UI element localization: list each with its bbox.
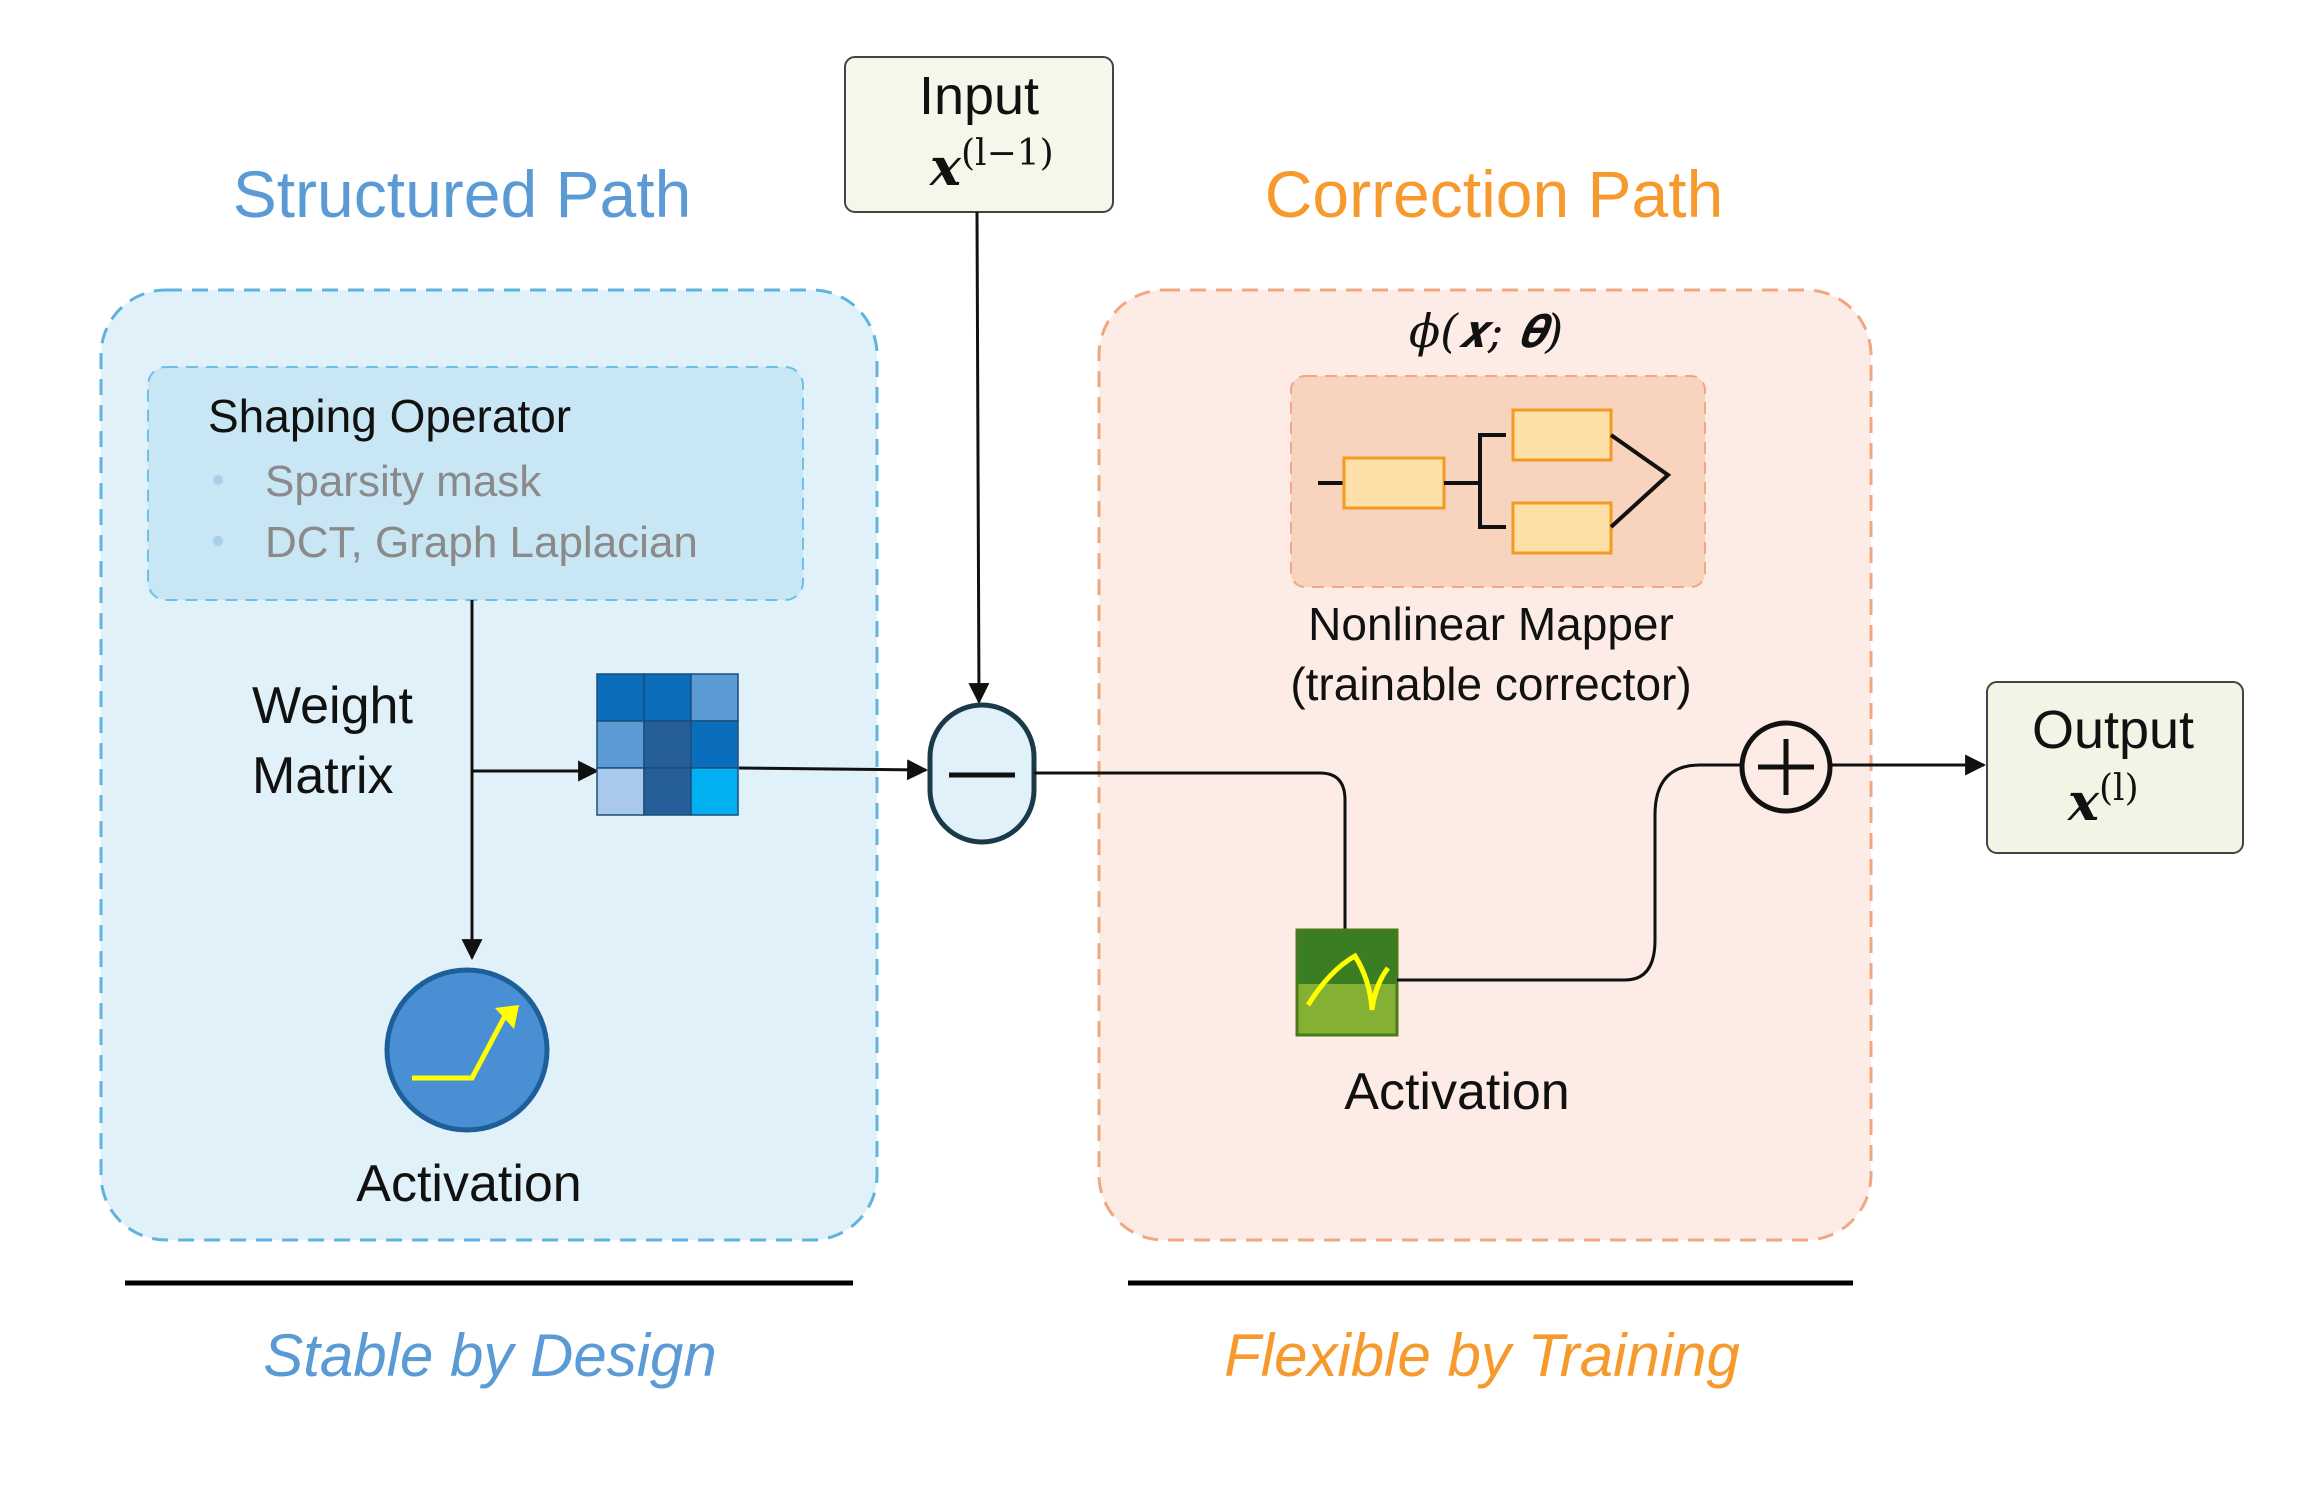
input-symbol: 𝒙(l−1)	[929, 133, 1054, 198]
mapper-label-line1: Nonlinear Mapper	[1308, 598, 1674, 650]
mapper-formula: ϕ(𝒙; 𝜽)	[1409, 304, 1563, 358]
branching-network-icon	[1318, 408, 1672, 555]
output-label: Output	[2032, 700, 2194, 760]
mapper-label-line2: (trainable corrector)	[1290, 658, 1691, 710]
output-superscript: (l)	[2099, 768, 2139, 809]
relu-icon	[384, 967, 550, 1133]
matrix-to-subtract-arrow	[738, 759, 929, 781]
correction-caption: Flexible by Training	[1224, 1322, 1740, 1389]
add-operator	[1739, 720, 1833, 814]
structured-path-title: Structured Path	[233, 157, 692, 231]
matrix-cell	[643, 720, 692, 769]
weight-matrix-label-line1: Weight	[252, 677, 413, 735]
correction-activation-label: Activation	[1344, 1063, 1569, 1121]
matrix-cell	[690, 767, 739, 816]
correction-path-title: Correction Path	[1265, 157, 1724, 231]
activation-to-add-connector	[1397, 763, 1745, 982]
input-superscript: (l−1)	[961, 133, 1054, 174]
output-symbol: 𝒙(l)	[2067, 768, 2139, 833]
shaping-bullet-dct: DCT, Graph Laplacian	[265, 518, 698, 567]
matrix-cell	[690, 673, 739, 722]
weight-matrix-icon	[596, 673, 739, 816]
matrix-cell	[643, 767, 692, 816]
weight-matrix-label-line2: Matrix	[252, 747, 394, 805]
shaping-operator-box	[147, 366, 804, 601]
matrix-cell	[596, 673, 645, 722]
output-symbol-x: 𝒙	[2067, 772, 2100, 833]
matrix-cell	[690, 720, 739, 769]
structured-activation-label: Activation	[356, 1155, 581, 1213]
structured-caption: Stable by Design	[263, 1322, 717, 1389]
shaping-bullet-sparsity: Sparsity mask	[265, 457, 542, 506]
curve-icon	[1295, 928, 1399, 1037]
bullet-dot	[213, 536, 223, 546]
bullet-dot	[213, 475, 223, 485]
matrix-cell	[643, 673, 692, 722]
output-box	[1986, 681, 2244, 854]
input-symbol-x: 𝒙	[929, 137, 962, 198]
input-label: Input	[919, 66, 1039, 126]
input-box	[844, 56, 1114, 213]
input-to-subtract-arrow	[968, 211, 990, 705]
matrix-cell	[596, 720, 645, 769]
shaping-operator-title: Shaping Operator	[208, 390, 571, 442]
subtract-to-activation-connector	[1034, 771, 1347, 930]
matrix-cell	[596, 767, 645, 816]
